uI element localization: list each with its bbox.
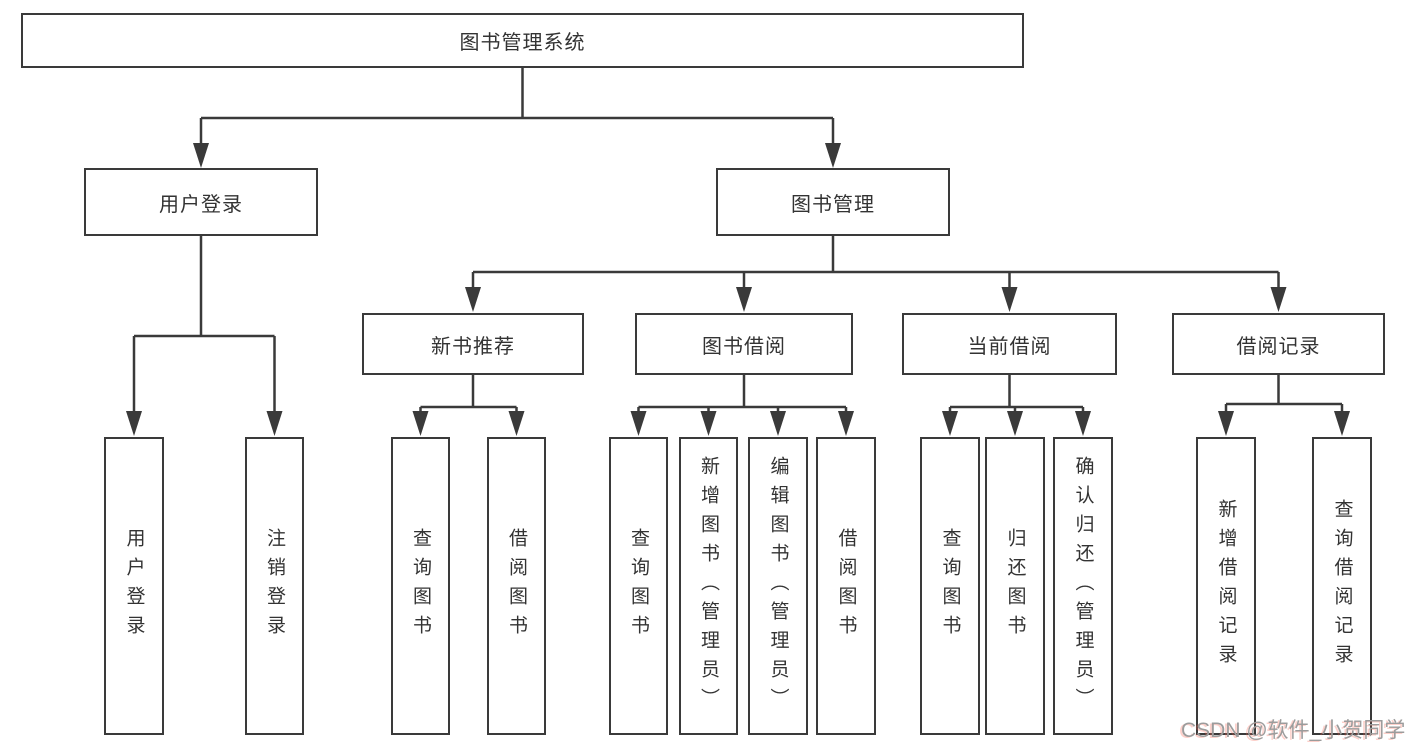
arrowhead <box>736 287 752 312</box>
leaf-user-login-label: 用户登录 <box>123 528 145 644</box>
leaf-query-books-current: 查询图书 <box>920 437 980 735</box>
leaf-confirm-return-admin-label: 确认归还（管理员） <box>1072 455 1094 717</box>
arrowhead <box>700 411 717 436</box>
arrowhead <box>465 287 481 312</box>
node-user-login-label: 用户登录 <box>159 193 243 216</box>
node-book-borrow: 图书借阅 <box>635 313 853 375</box>
leaf-query-books-borrow-label: 查询图书 <box>628 528 649 644</box>
leaf-user-login: 用户登录 <box>104 437 164 735</box>
arrowhead <box>630 411 647 436</box>
node-borrow-records-label: 借阅记录 <box>1236 335 1321 358</box>
leaf-borrow-books-2: 借阅图书 <box>816 437 876 735</box>
leaf-edit-book-admin: 编辑图书（管理员） <box>748 437 808 735</box>
node-borrow-records: 借阅记录 <box>1172 313 1385 375</box>
leaf-query-books-borrow: 查询图书 <box>609 437 668 735</box>
arrowhead <box>193 143 209 168</box>
connector-book-management <box>471 235 1280 288</box>
arrowhead <box>508 411 525 436</box>
connector-root <box>199 68 835 144</box>
arrowhead <box>1001 287 1018 312</box>
arrowhead <box>266 411 283 436</box>
node-new-book-recommend-label: 新书推荐 <box>431 335 515 358</box>
leaf-borrow-books-recommend: 借阅图书 <box>487 437 546 735</box>
arrowhead <box>412 411 429 436</box>
node-book-borrow-label: 图书借阅 <box>702 335 786 358</box>
arrowhead <box>1007 411 1023 436</box>
connector-user-login <box>132 235 276 412</box>
node-current-borrow-label: 当前借阅 <box>967 335 1052 358</box>
arrowhead <box>1334 411 1350 436</box>
csdn-watermark: CSDN @软件_小贺同学 <box>1181 719 1405 742</box>
leaf-borrow-books-2-label: 借阅图书 <box>835 528 857 644</box>
leaf-add-book-admin-label: 新增图书（管理员） <box>698 455 719 717</box>
leaf-return-book: 归还图书 <box>985 437 1045 735</box>
node-user-login: 用户登录 <box>84 168 318 236</box>
arrowhead <box>825 143 841 168</box>
connector-book-borrow <box>637 374 848 412</box>
leaf-query-borrow-record: 查询借阅记录 <box>1312 437 1372 735</box>
leaf-borrow-books-recommend-label: 借阅图书 <box>506 528 527 644</box>
connector-new-book-recommend <box>419 374 518 412</box>
leaf-edit-book-admin-label: 编辑图书（管理员） <box>767 455 789 717</box>
leaf-query-borrow-record-label: 查询借阅记录 <box>1331 499 1353 673</box>
arrowhead <box>942 411 958 436</box>
leaf-query-books-recommend: 查询图书 <box>391 437 450 735</box>
leaf-query-books-current-label: 查询图书 <box>939 528 961 644</box>
arrowhead <box>1270 287 1287 312</box>
arrowheads <box>126 143 1350 436</box>
node-root: 图书管理系统 <box>21 13 1024 68</box>
arrowhead <box>1218 411 1234 436</box>
node-current-borrow: 当前借阅 <box>902 313 1117 375</box>
leaf-query-books-recommend-label: 查询图书 <box>410 528 431 644</box>
arrowhead <box>126 411 142 436</box>
leaf-logout: 注销登录 <box>245 437 304 735</box>
arrowhead <box>1075 411 1091 436</box>
node-book-management: 图书管理 <box>716 168 950 236</box>
leaf-return-book-label: 归还图书 <box>1004 528 1026 644</box>
node-root-label: 图书管理系统 <box>459 32 586 54</box>
connector-current-borrow <box>948 374 1085 412</box>
node-book-management-label: 图书管理 <box>791 193 875 216</box>
leaf-confirm-return-admin: 确认归还（管理员） <box>1053 437 1113 735</box>
arrowhead <box>838 411 854 436</box>
node-new-book-recommend: 新书推荐 <box>362 313 584 375</box>
leaf-add-borrow-record: 新增借阅记录 <box>1196 437 1256 735</box>
leaf-add-borrow-record-label: 新增借阅记录 <box>1215 499 1237 673</box>
connector-borrow-records <box>1224 374 1344 412</box>
leaf-logout-label: 注销登录 <box>264 528 285 644</box>
arrowhead <box>770 411 786 436</box>
leaf-add-book-admin: 新增图书（管理员） <box>679 437 738 735</box>
